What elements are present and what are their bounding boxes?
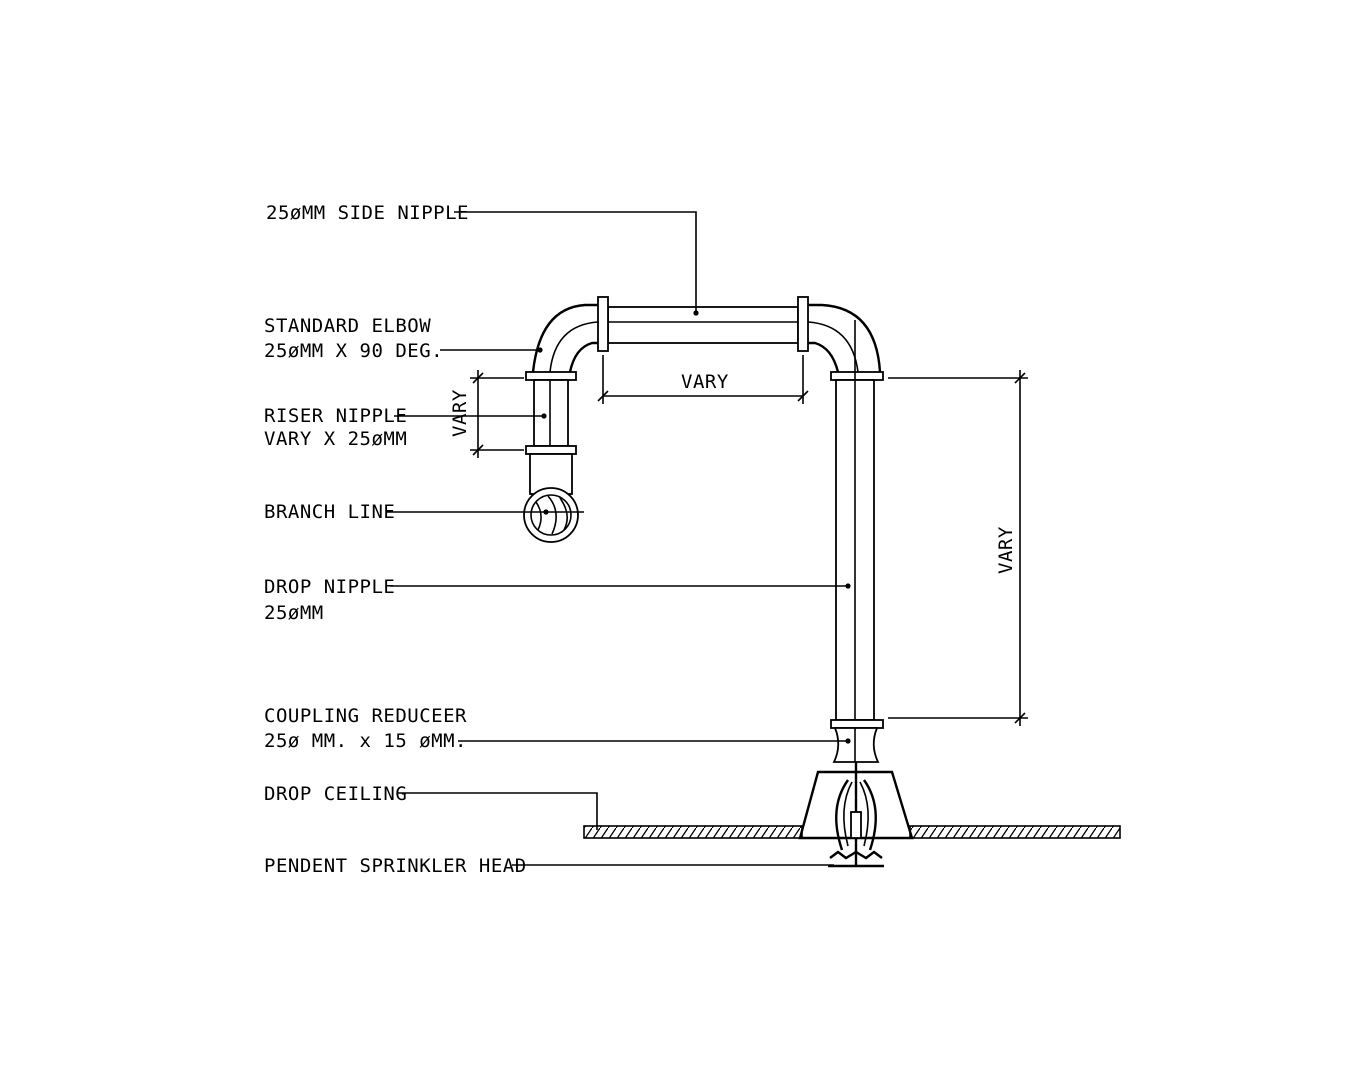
label-coupling-line1: COUPLING REDUCEER: [264, 705, 467, 727]
label-coupling-line2: 25ø MM. x 15 øMM.: [264, 730, 467, 752]
drop-ceiling: [583, 825, 1121, 839]
label-drop-line1: DROP NIPPLE: [264, 576, 395, 598]
label-elbow-line2: 25øMM X 90 DEG.: [264, 340, 443, 362]
dimension-drop: [888, 370, 1028, 726]
leader-ceiling: [398, 792, 598, 830]
label-sprinkler-head: PENDENT SPRINKLER HEAD: [264, 855, 527, 877]
branch-line-section: [523, 487, 579, 543]
left-elbow: [531, 303, 599, 373]
drop-nipple-pipe: [830, 320, 884, 729]
label-branch-line: BRANCH LINE: [264, 501, 395, 523]
riser-nipple-pipe: [525, 371, 577, 495]
right-elbow: [807, 303, 882, 373]
side-nipple-pipe: [597, 296, 809, 352]
dimension-horizontal-label: VARY: [681, 371, 729, 393]
label-drop-line2: 25øMM: [264, 602, 324, 624]
label-riser-line2: VARY X 25øMM: [264, 428, 407, 450]
coupling-reducer: [832, 727, 880, 763]
pendent-sprinkler-head: [828, 762, 884, 868]
leader-side-nipple: [454, 211, 697, 313]
dimension-drop-label: VARY: [995, 526, 1017, 574]
dimension-riser-label: VARY: [449, 389, 471, 437]
label-side-nipple: 25øMM SIDE NIPPLE: [266, 202, 469, 224]
label-riser-line1: RISER NIPPLE: [264, 405, 407, 427]
label-drop-ceiling: DROP CEILING: [264, 783, 407, 805]
label-elbow-line1: STANDARD ELBOW: [264, 315, 431, 337]
dimension-horizontal: [597, 355, 809, 404]
dimension-riser: [470, 370, 524, 458]
